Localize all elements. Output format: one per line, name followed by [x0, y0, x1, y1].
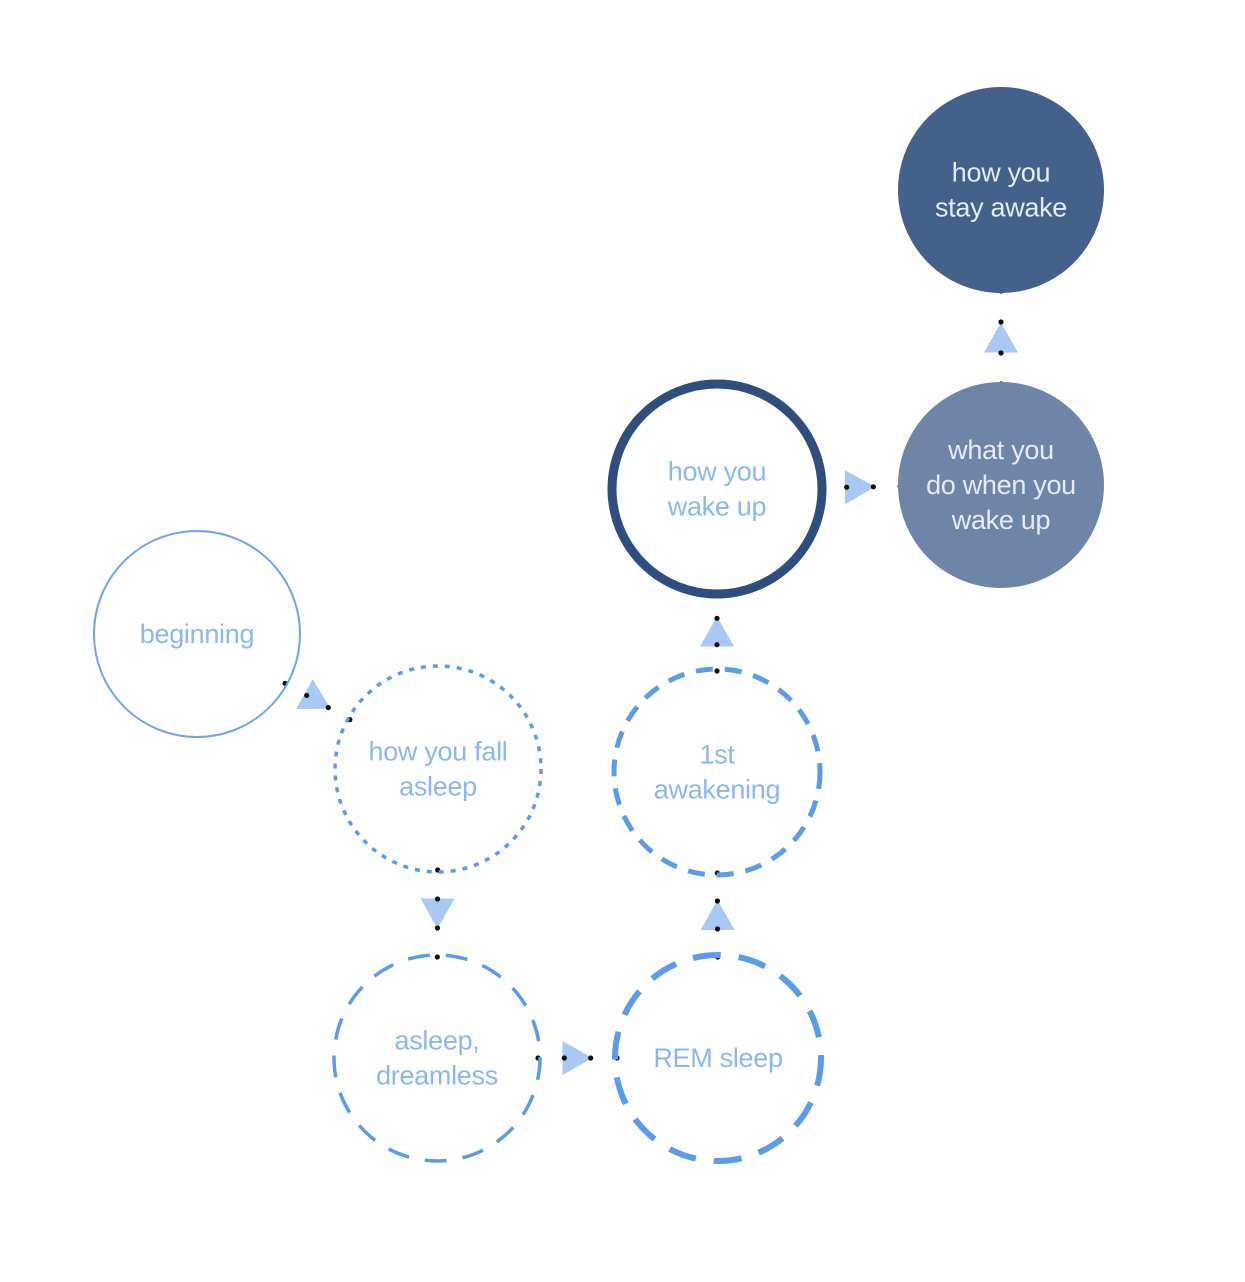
- connector-awakening-to-wake-up: [700, 589, 734, 674]
- node-label-line: how you: [952, 158, 1050, 188]
- node-label-line: awakening: [654, 775, 780, 805]
- node-dreamless: asleep, dreamless: [332, 953, 542, 1163]
- node-label-line: wake up: [667, 492, 766, 522]
- connector-dot: [870, 484, 876, 490]
- node-circle: [898, 87, 1104, 293]
- node-awakening: 1st awakening: [611, 666, 823, 878]
- node-label-line: how you fall: [369, 737, 508, 767]
- connector-dot: [714, 898, 721, 904]
- node-label-line: stay awake: [935, 193, 1067, 223]
- arrowhead-icon: [562, 1041, 593, 1075]
- node-label-line: 1st: [699, 740, 735, 770]
- connector-dot: [304, 692, 310, 699]
- node-circle: [333, 664, 543, 874]
- node-circle: [607, 379, 827, 599]
- arrowhead-icon: [700, 616, 734, 647]
- connector-dot: [714, 668, 720, 674]
- arrowhead-icon: [296, 679, 331, 709]
- nodes-layer: beginning how you fall asleep asleep, dreaml…: [93, 87, 1104, 1164]
- node-stay-awake: how you stay awake: [898, 87, 1104, 293]
- node-label-line: do when you: [926, 470, 1076, 500]
- node-label-line: asleep: [399, 772, 477, 802]
- node-circle: [898, 382, 1104, 588]
- node-label-line: wake up: [951, 505, 1050, 535]
- node-circle: [332, 953, 542, 1163]
- connector-dot: [714, 926, 721, 932]
- node-circle: [93, 530, 301, 738]
- node-label-line: what you: [947, 435, 1054, 465]
- connector-dot: [714, 615, 720, 621]
- arrowhead-icon: [984, 322, 1018, 353]
- node-circle: [611, 666, 823, 878]
- connector-rem-to-awakening: [700, 870, 735, 960]
- connector-dot: [561, 1055, 567, 1061]
- arrowhead-icon: [420, 898, 455, 929]
- connector-dot: [325, 704, 331, 711]
- node-rem: REM sleep: [612, 952, 824, 1164]
- node-wake-up: how you wake up: [607, 379, 827, 599]
- arrowhead-icon: [844, 470, 875, 505]
- node-label-line: dreamless: [376, 1061, 498, 1091]
- connector-dot: [714, 642, 720, 648]
- connector-fall-asleep-to-dreamless: [420, 867, 455, 960]
- node-circle: [612, 952, 824, 1164]
- connector-dot: [588, 1055, 594, 1061]
- node-label-line: beginning: [140, 619, 254, 649]
- connector-wake-up-to-what-you-do: [817, 470, 903, 505]
- connector-what-you-do-to-stay-awake: [984, 288, 1018, 387]
- connector-dot: [434, 925, 441, 931]
- node-what-you-do: what you do when you wake up: [898, 382, 1104, 588]
- connector-dot: [434, 896, 441, 902]
- connector-beginning-to-fall-asleep: [282, 679, 353, 723]
- node-label-line: asleep,: [395, 1026, 480, 1056]
- connectors-layer: [282, 288, 1018, 1075]
- connector-dot: [434, 954, 440, 960]
- node-label-line: how you: [668, 457, 766, 487]
- connector-dot: [998, 350, 1004, 356]
- connector-dot: [844, 484, 850, 490]
- connector-dot: [998, 319, 1004, 325]
- node-label-line: REM sleep: [653, 1043, 782, 1073]
- arrowhead-icon: [700, 900, 735, 931]
- node-fall-asleep: how you fall asleep: [333, 664, 543, 874]
- node-beginning: beginning: [93, 530, 301, 738]
- connector-dreamless-to-rem: [535, 1041, 620, 1075]
